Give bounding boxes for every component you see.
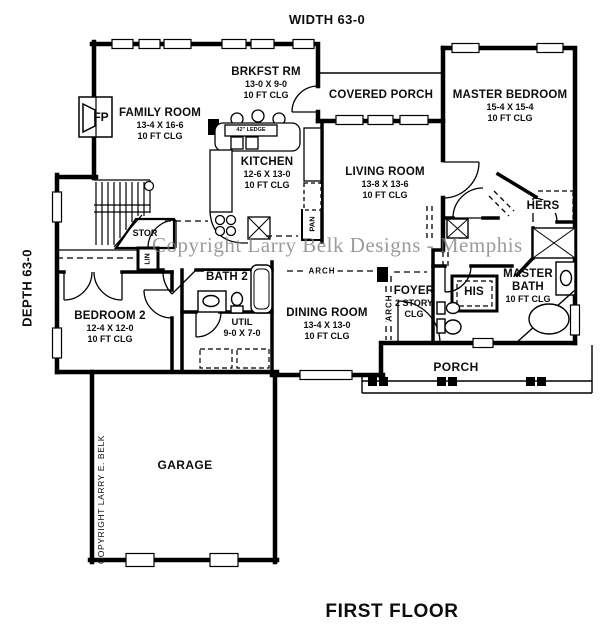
- bath2-fixtures: [197, 264, 273, 314]
- storage-door: [147, 219, 177, 249]
- bedroom2-double-door: [93, 271, 123, 301]
- garage-door-opening: [125, 552, 155, 568]
- porch-columns: [368, 377, 546, 386]
- ledge-box: [224, 124, 278, 137]
- label-brkfst-rm: BRKFST RM 13-0 X 9-0 10 FT CLG: [231, 66, 301, 100]
- garage-door-opening: [209, 552, 239, 568]
- bedroom2-entry-door: [143, 289, 173, 319]
- toilet: [444, 319, 462, 335]
- kitchen-counter: [209, 149, 233, 213]
- arch-label-dining: ARCH: [306, 266, 338, 276]
- wall-stubs: [208, 119, 388, 282]
- hers-shelves: [538, 190, 574, 219]
- sink: [559, 269, 573, 287]
- closet-shelves: [456, 190, 574, 307]
- label-foyer: FOYER 2 STORY CLG: [393, 285, 435, 319]
- cooktop-burner: [214, 214, 226, 226]
- kitchen-sink: [245, 136, 259, 150]
- label-dining-room: DINING ROOM 13-4 X 13-0 10 FT CLG: [286, 307, 368, 341]
- label-living-room: LIVING ROOM 13-8 X 13-6 10 FT CLG: [345, 166, 425, 200]
- label-master-bath: MASTER BATH 10 FT CLG: [503, 268, 553, 304]
- toilet-tank: [436, 318, 446, 334]
- bedroom2-double-door: [63, 271, 93, 301]
- pedestal-sink: [436, 301, 446, 315]
- label-kitchen: KITCHEN 12-6 X 13-0 10 FT CLG: [240, 156, 294, 190]
- width-dimension: WIDTH 63-0: [288, 12, 366, 27]
- his-closet: [450, 274, 499, 313]
- toilet: [230, 291, 244, 307]
- linen-label: LIN: [144, 253, 152, 265]
- side-copyright: COPYRIGHT LARRY E. BELK: [96, 434, 106, 564]
- cooktop-burner: [214, 225, 226, 237]
- bar-stool: [251, 109, 265, 123]
- label-porch: PORCH: [433, 360, 479, 374]
- storage-label: STOR: [132, 228, 158, 238]
- his-shelves: [456, 280, 493, 307]
- front-porch-edge: [361, 345, 593, 394]
- label-covered-porch: COVERED PORCH: [328, 89, 434, 101]
- master-bedroom-door: [452, 187, 484, 219]
- label-master-bedroom: MASTER BEDROOM 15-4 X 15-4 10 FT CLG: [452, 89, 568, 123]
- label-garage: GARAGE: [157, 458, 213, 472]
- kitchen-counter-strip: [303, 127, 322, 182]
- label-hers-closet: HERS: [524, 200, 562, 213]
- washer: [199, 348, 233, 369]
- arch-label-foyer: ARCH: [384, 294, 394, 322]
- sheet-title: FIRST FLOOR: [325, 601, 459, 622]
- label-his-closet: HIS: [462, 286, 486, 299]
- master-hall-door: [442, 161, 480, 199]
- ledge-label: 42" LEDGE: [236, 127, 266, 133]
- master-bath-door: [444, 265, 472, 293]
- label-family-room: FAMILY ROOM 13-4 X 16-6 10 FT CLG: [118, 107, 202, 141]
- stairs: [94, 179, 155, 248]
- pantry-label: PAN: [307, 216, 317, 232]
- cooktop-burner: [225, 214, 237, 226]
- windows: [51, 38, 581, 568]
- label-util: UTIL 9-0 X 7-0: [223, 317, 261, 338]
- front-door: [397, 300, 441, 344]
- bath2-door: [162, 269, 197, 295]
- kitchen-sink: [230, 136, 244, 150]
- dryer: [236, 348, 270, 369]
- refrigerator: [303, 182, 322, 211]
- toilet-tank: [230, 305, 244, 314]
- master-bath-fixtures: [436, 218, 576, 344]
- cooktop-burner: [225, 225, 237, 237]
- depth-dimension: DEPTH 63-0: [19, 249, 35, 327]
- kitchen-fixtures: [209, 109, 322, 244]
- porch-door: [291, 85, 319, 113]
- fireplace-label: FP: [93, 110, 109, 124]
- garden-tub: [528, 303, 570, 335]
- laundry-appliances: [199, 348, 270, 369]
- label-bedroom-2: BEDROOM 2 12-4 X 12-0 10 FT CLG: [74, 310, 146, 344]
- fireplace: [78, 96, 113, 138]
- porch-outline: [318, 72, 593, 394]
- watermark: Copyright Larry Belk Designs - Memphis: [152, 233, 523, 257]
- util-door: [195, 311, 222, 338]
- sink: [202, 294, 220, 308]
- label-bath-2: BATH 2: [204, 271, 250, 284]
